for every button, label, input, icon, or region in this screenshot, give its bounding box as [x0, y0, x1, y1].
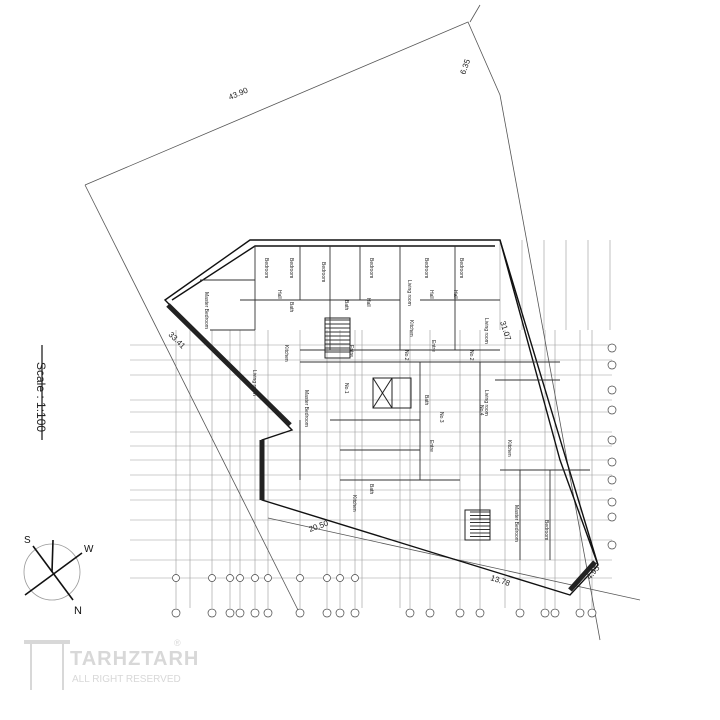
- grid-bubble: [171, 608, 181, 618]
- dimension-label: 31.07: [498, 320, 513, 342]
- room-label: No.4: [478, 405, 484, 416]
- dimension-label: 6.35: [458, 57, 472, 75]
- grid-bubble: [405, 608, 415, 618]
- grid-bubble: [351, 574, 359, 582]
- dimension-label: 20.50: [308, 518, 330, 533]
- logo-column-cap: [24, 640, 70, 644]
- grid-bubble: [425, 608, 435, 618]
- room-label: No.3: [438, 412, 444, 423]
- room-label: Living room: [251, 370, 257, 396]
- grid-bubble: [607, 343, 617, 353]
- compass: S N W: [23, 535, 94, 617]
- scale-label: Scale : 1:100: [34, 362, 48, 433]
- grid-bubble: [225, 608, 235, 618]
- grid-bubble: [515, 608, 525, 618]
- grid-bubble: [323, 574, 331, 582]
- room-label: Bedroom: [288, 258, 294, 278]
- room-label: Bedroom: [423, 258, 429, 278]
- grid-bubble: [607, 385, 617, 395]
- room-label: No.1: [343, 383, 349, 394]
- registered-mark: ®: [174, 638, 181, 648]
- watermark-rights: ALL RIGHT RESERVED: [72, 674, 181, 685]
- grid-bubble: [607, 512, 617, 522]
- room-label: Bath: [343, 300, 349, 311]
- grid-bubble: [607, 435, 617, 445]
- grid-bubble: [236, 574, 244, 582]
- room-label: Hall: [276, 290, 282, 299]
- room-label: Bedroom: [263, 258, 269, 278]
- room-label: Entre: [428, 440, 434, 452]
- room-label: Entre: [430, 340, 436, 352]
- grid-bubble: [540, 608, 550, 618]
- grid-bubble: [235, 608, 245, 618]
- room-label: No.2: [468, 350, 474, 361]
- logo-column: [30, 640, 64, 690]
- grid-bubble: [172, 574, 180, 582]
- room-label: Hall: [452, 290, 458, 299]
- grid-bubble: [226, 574, 234, 582]
- grid-bubble: [251, 574, 259, 582]
- room-label: Hall: [365, 298, 371, 307]
- room-label: Living room: [483, 318, 489, 344]
- grid-bubble: [475, 608, 485, 618]
- room-label: Bath: [368, 484, 374, 495]
- grid-bubble: [264, 574, 272, 582]
- watermark-brand: TARHZTARH: [70, 648, 200, 670]
- dimension-label: 33.41: [167, 330, 188, 351]
- elevator-core: [324, 317, 491, 541]
- room-label: Master Bedroom: [513, 505, 519, 542]
- grid-bubble: [607, 540, 617, 550]
- grid-bubbles: [171, 343, 617, 618]
- room-label: Bath: [423, 395, 429, 406]
- room-label: Kitchen: [283, 345, 289, 362]
- grid-bubble: [607, 405, 617, 415]
- grid-bubble: [607, 475, 617, 485]
- grid-bubble: [607, 457, 617, 467]
- grid-bubble: [607, 497, 617, 507]
- room-label: Living room: [483, 390, 489, 416]
- grid-bubble: [350, 608, 360, 618]
- property-lines: [84, 4, 641, 641]
- compass-north-label: N: [74, 605, 82, 617]
- grid-bubble: [322, 608, 332, 618]
- grid-bubble: [336, 574, 344, 582]
- grid-bubble: [250, 608, 260, 618]
- room-label: Bedroom: [320, 262, 326, 282]
- room-label: Entre: [348, 345, 354, 357]
- grid-bubble: [295, 608, 305, 618]
- compass-south-label: S: [24, 535, 31, 546]
- structural-grid: [130, 240, 612, 608]
- compass-west-label: W: [84, 544, 94, 555]
- dimension-label: 43.90: [227, 86, 249, 102]
- grid-bubble: [207, 608, 217, 618]
- hatched-walls: [166, 303, 597, 592]
- room-label: Kitchen: [351, 495, 357, 512]
- grid-bubble: [455, 608, 465, 618]
- room-label: Bedroom: [458, 258, 464, 278]
- grid-bubble: [208, 574, 216, 582]
- interior-walls: [200, 246, 590, 560]
- room-label: Bedroom: [543, 520, 549, 540]
- dimension-label: 4.95: [585, 563, 602, 581]
- grid-bubble: [263, 608, 273, 618]
- grid-bubble: [587, 608, 597, 618]
- grid-bubble: [575, 608, 585, 618]
- grid-bubble: [607, 360, 617, 370]
- room-label: Bath: [288, 302, 294, 313]
- grid-bubble: [296, 574, 304, 582]
- grid-bubble: [335, 608, 345, 618]
- room-label: Bedroom: [368, 258, 374, 278]
- room-label: Kitchen: [408, 320, 414, 337]
- room-label: Kitchen: [506, 440, 512, 457]
- room-label: Hall: [428, 290, 434, 299]
- room-label: Master Bedroom: [203, 292, 209, 329]
- room-label: Living room: [406, 280, 412, 306]
- grid-bubble: [550, 608, 560, 618]
- room-label: Master Bedroom: [303, 390, 309, 427]
- room-label: No.2: [403, 350, 409, 361]
